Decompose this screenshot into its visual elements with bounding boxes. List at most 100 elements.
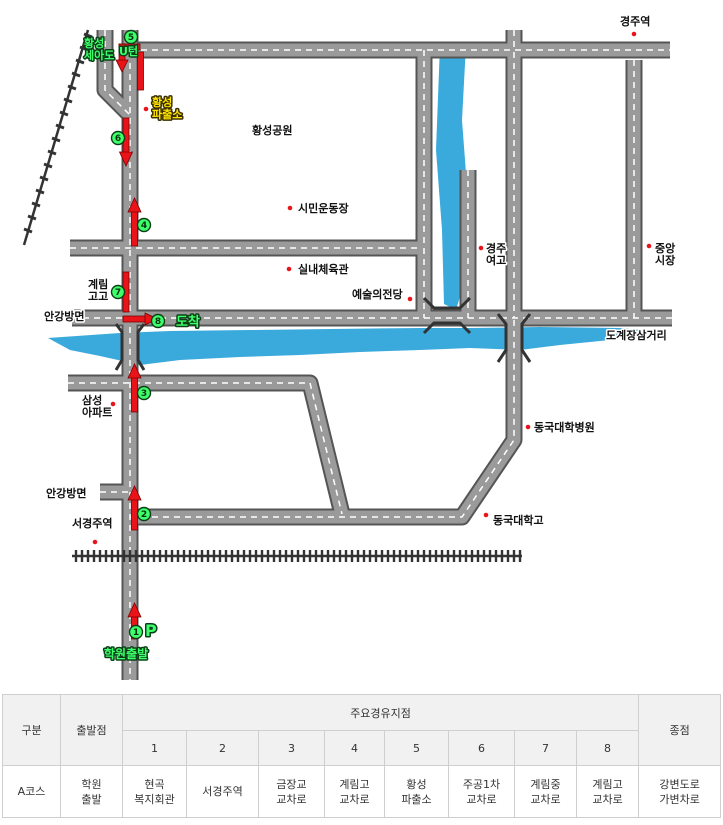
label-indoor-gym: 실내체육관 [298,262,349,276]
header-number: 2 [186,730,259,766]
rail-tie [248,550,252,562]
railway-diagonal [22,29,93,246]
rail-tie [470,550,474,562]
label-line: 중앙 [655,242,675,255]
rail-tie [308,550,312,562]
rail-tie [446,550,450,562]
rail-tie [512,550,516,562]
label-line: 고고 [88,290,108,303]
rail-tie [182,550,186,562]
marker-3: 3 [136,385,152,401]
label-gyeongju-station: 경주역 [620,14,650,28]
rail-tie [254,550,258,562]
rail-tie [152,550,156,562]
rail-tie [410,550,414,562]
label-line: 세아도 [84,48,114,62]
rail-tie [368,550,372,562]
svg-text:3: 3 [141,389,147,399]
rail-tie [80,550,84,562]
rail-tie [176,550,180,562]
label-arrival: 도착 [176,314,200,330]
marker-4: 4 [136,217,152,233]
header-departure: 출발점 [60,694,123,766]
header-number: 3 [258,730,325,766]
label-parking: P [145,621,157,640]
rail-tie [350,550,354,562]
svg-text:6: 6 [115,134,121,144]
label-line: 시장 [655,253,675,267]
rail-tie [392,550,396,562]
route-line [115,43,159,640]
label-line: 황성 [84,36,104,50]
label-academy-departure: 학원출발 [104,646,148,661]
label-hwangseong-park: 황성공원 [252,123,292,137]
roads [68,30,672,680]
rail-tie [476,550,480,562]
header-waypoints: 주요경유지점 [121,694,640,731]
label-line: 황성 [152,95,172,109]
marker-5: 5 [123,29,139,45]
label-citizen-stadium: 시민운동장 [298,201,349,215]
bridges [114,296,532,371]
header-number: 5 [384,730,449,766]
rail-tie [200,550,204,562]
rail-tie [188,550,192,562]
rail-tie [452,550,456,562]
rail-tie [302,550,306,562]
rail-tie [278,550,282,562]
rail-tie [320,550,324,562]
label-line: 여고 [486,253,506,267]
rail-tie [488,550,492,562]
rail-tie [164,550,168,562]
rail-tie [146,550,150,562]
rail-tie [482,550,486,562]
rail-tie [128,550,132,562]
railway-horizontal [72,550,522,562]
rail-tie [440,550,444,562]
header-number: 8 [575,730,640,766]
marker-2: 2 [136,506,152,522]
rail-tie [380,550,384,562]
marker-7: 7 [110,284,126,300]
rail-tie [92,550,96,562]
rail-tie [344,550,348,562]
poi-dots [91,30,653,546]
header-destination: 종점 [638,694,722,766]
route-map: 1 2 3 4 5 6 7 8 [22,13,677,680]
label-line: 아파트 [82,405,112,419]
rail-tie [260,550,264,562]
label-seogyeongju-station: 서경주역 [72,516,112,530]
svg-text:8: 8 [155,317,161,327]
header-number: 4 [324,730,385,766]
rail-tie [266,550,270,562]
rail-tie [416,550,420,562]
rail-tie [428,550,432,562]
rail-tie [140,550,144,562]
svg-text:1: 1 [133,628,139,638]
label-line: 계림 [88,277,108,291]
rail-tie [134,550,138,562]
label-u-turn: U턴 [119,44,138,58]
rail-tie [362,550,366,562]
svg-text:4: 4 [141,221,147,231]
rail-tie [338,550,342,562]
cell-course: A코스 [2,765,61,818]
rail-tie [104,550,108,562]
label-line: 파출소 [152,107,182,121]
header-number: 7 [514,730,577,766]
rail-tie [314,550,318,562]
rail-tie [74,550,78,562]
rail-tie [494,550,498,562]
rail-tie [326,550,330,562]
